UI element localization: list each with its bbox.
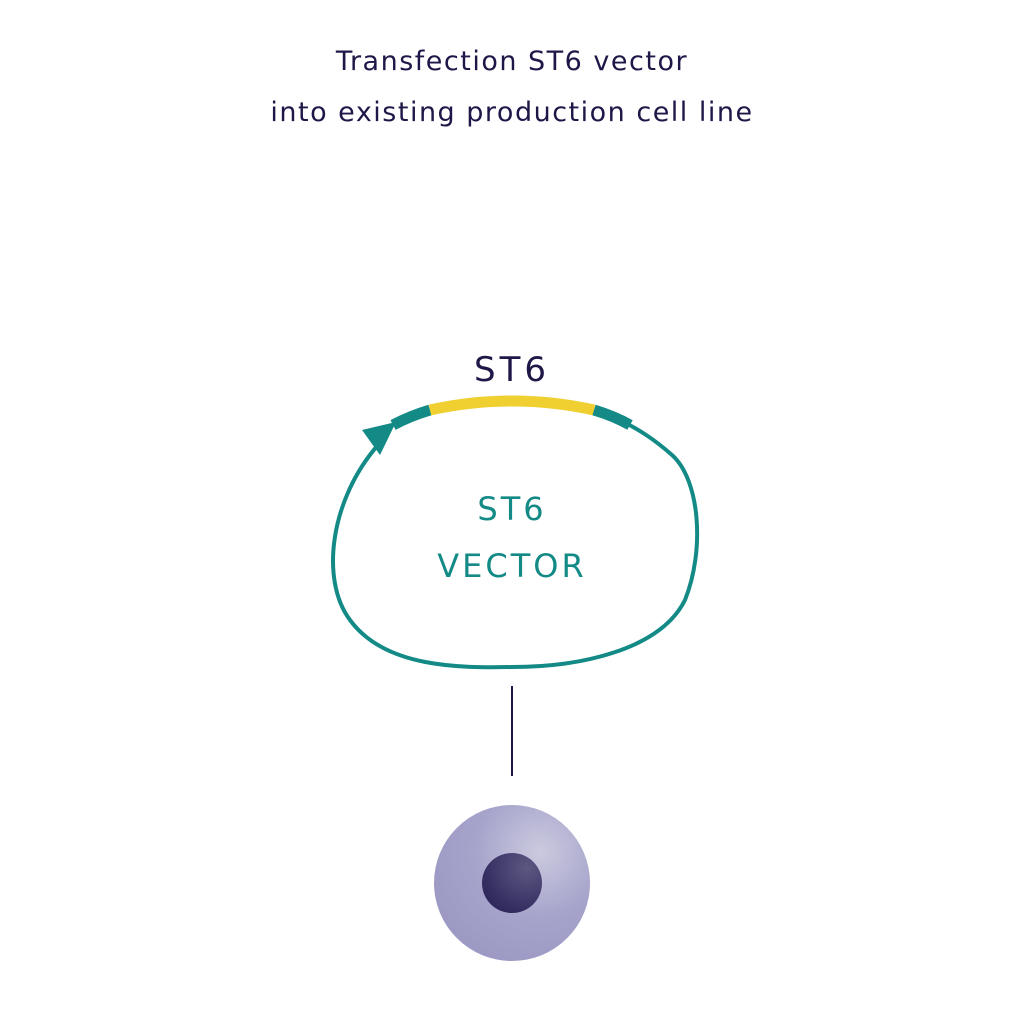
st6-gene-segment <box>428 395 596 416</box>
plasmid-segment-right <box>592 404 633 430</box>
gene-label: ST6 <box>474 350 550 390</box>
diagram-title-line1: Transfection ST6 vector <box>335 46 689 77</box>
direction-arrow-icon <box>362 422 396 455</box>
cell-nucleus <box>482 853 542 913</box>
vector-name-line1: ST6 <box>477 490 547 528</box>
diagram-title-line2: into existing production cell line <box>270 97 754 128</box>
plasmid-segment-left <box>390 404 432 430</box>
vector-name-line2: VECTOR <box>437 547 587 585</box>
plasmid-backbone <box>331 418 700 670</box>
